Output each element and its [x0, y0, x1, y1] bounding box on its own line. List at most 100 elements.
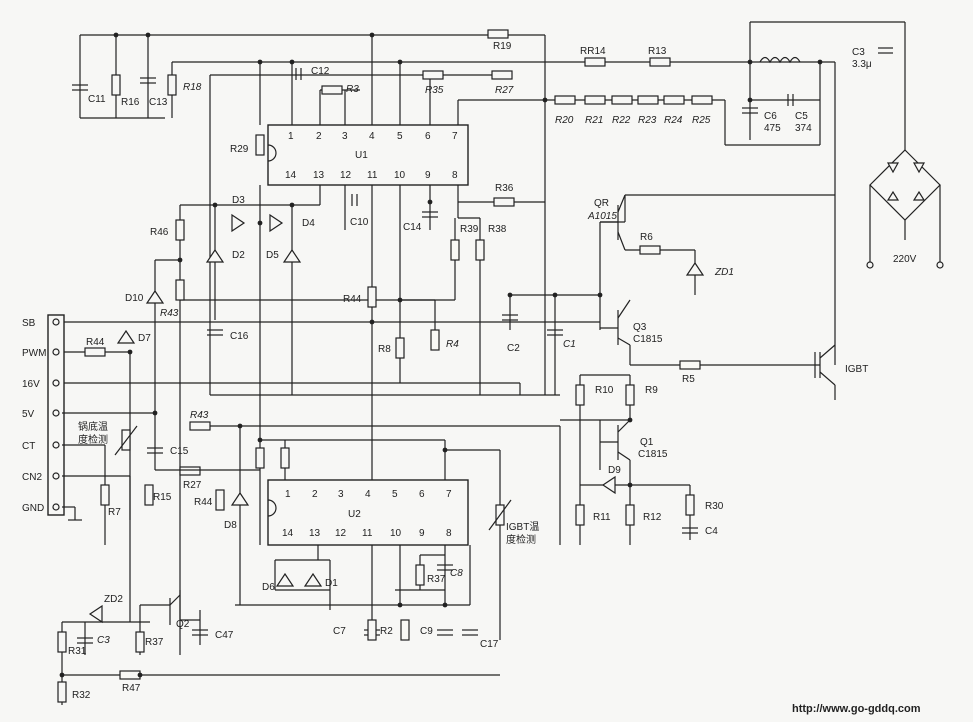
r2-label: R2 — [380, 626, 393, 637]
bridge-rectifier — [866, 149, 944, 269]
r24 — [663, 95, 685, 105]
d1-label: D1 — [325, 578, 338, 589]
u1-pin-2: 2 — [316, 131, 322, 142]
u1-pin-8: 8 — [452, 170, 458, 181]
c12 — [295, 68, 302, 80]
u1-label: U1 — [355, 150, 368, 161]
r27 — [179, 466, 201, 476]
r4 — [430, 329, 440, 351]
c4 — [682, 527, 698, 534]
r15 — [144, 484, 154, 506]
r46 — [175, 219, 185, 241]
r44-top — [84, 347, 106, 357]
c10 — [351, 194, 358, 206]
r2 — [367, 619, 377, 641]
r1 — [400, 619, 410, 641]
c1-label: C1 — [563, 339, 576, 350]
pot-temp-label-2: 度检测 — [78, 433, 108, 446]
u2-pin-9: 9 — [419, 528, 425, 539]
r21 — [584, 95, 606, 105]
c6-value: 475 — [764, 123, 781, 134]
r7-label: R7 — [108, 507, 121, 518]
connector-ct: CT — [22, 441, 35, 452]
zd2 — [88, 604, 103, 624]
r34-label: R36 — [495, 183, 514, 194]
c14-label: C14 — [403, 222, 422, 233]
c6-label: C6 — [764, 111, 777, 122]
u1-chip — [267, 124, 469, 186]
r15-label: R15 — [153, 492, 172, 503]
connector-sb: SB — [22, 318, 36, 329]
connector-pwm: PWM — [22, 348, 46, 359]
c9-label: C9 — [420, 626, 433, 637]
r20 — [554, 95, 576, 105]
u2-pin-5: 5 — [392, 489, 398, 500]
u2-pin-6: 6 — [419, 489, 425, 500]
u1-pin-1: 1 — [288, 131, 294, 142]
u1-pin-14: 14 — [285, 170, 297, 181]
u2-pin-4: 4 — [365, 489, 371, 500]
r43-bottom — [189, 421, 211, 431]
r5 — [679, 360, 701, 370]
qr-part: A1015 — [587, 211, 617, 222]
c2 — [502, 314, 518, 321]
r19-label: R19 — [493, 41, 512, 52]
junction-dots — [59, 32, 823, 678]
c8 — [437, 564, 453, 571]
connector-5v: 5V — [22, 409, 35, 420]
r22 — [611, 95, 633, 105]
d3 — [231, 213, 246, 233]
c11-label: C11 — [88, 94, 106, 105]
u1-pin-10: 10 — [394, 170, 406, 181]
u2-pin-7: 7 — [446, 489, 452, 500]
igbt-label: IGBT — [845, 364, 868, 375]
r31-label: R31 — [68, 646, 87, 657]
r19 — [487, 29, 509, 39]
r25 — [691, 95, 713, 105]
r26 — [491, 70, 513, 80]
c13-label: C13 — [149, 97, 168, 108]
r13 — [649, 57, 671, 67]
r3-label: R3 — [346, 84, 359, 95]
q2-label: Q2 — [176, 619, 190, 630]
c47-label: C47 — [215, 630, 234, 641]
c47 — [192, 629, 208, 636]
r47-label: R47 — [122, 683, 141, 694]
r11-label: R11 — [593, 512, 611, 523]
r16-label: R16 — [121, 97, 140, 108]
r43-top-label: R43 — [160, 308, 179, 319]
d4-label: D4 — [302, 218, 315, 229]
r38 — [415, 564, 425, 586]
c2-label: C2 — [507, 343, 520, 354]
c10-label: C10 — [350, 217, 369, 228]
r35-label: R37 — [145, 637, 164, 648]
r11 — [575, 504, 585, 526]
d8 — [230, 491, 250, 506]
r37 — [450, 239, 460, 261]
r20-label: R20 — [555, 115, 574, 126]
u1-pin-13: 13 — [313, 170, 325, 181]
c11 — [72, 84, 88, 91]
r12 — [625, 504, 635, 526]
mains-label: 220V — [893, 254, 917, 265]
pot-temp-label-1: 锅底温 — [78, 420, 108, 433]
c5-value: 374 — [795, 123, 812, 134]
c3b — [77, 637, 93, 644]
c4-label: C4 — [705, 526, 718, 537]
igbt-transistor — [814, 344, 836, 400]
r23 — [637, 95, 659, 105]
c17-label: C17 — [480, 639, 499, 650]
d2-label: D2 — [232, 250, 245, 261]
rr14 — [584, 57, 606, 67]
pot-temp-sensor-arrow — [114, 425, 138, 456]
q3-transistor — [600, 299, 631, 346]
r13-label: R13 — [648, 46, 667, 57]
u2-label: U2 — [348, 509, 361, 520]
u2-pins: 1 2 3 4 5 6 7 14 13 12 11 10 9 8 — [282, 489, 452, 539]
c13 — [140, 77, 156, 84]
u2-wiring — [155, 419, 630, 640]
connector — [47, 314, 65, 516]
d7-label: D7 — [138, 333, 151, 344]
c16-label: C16 — [230, 331, 249, 342]
c3 — [878, 47, 893, 54]
